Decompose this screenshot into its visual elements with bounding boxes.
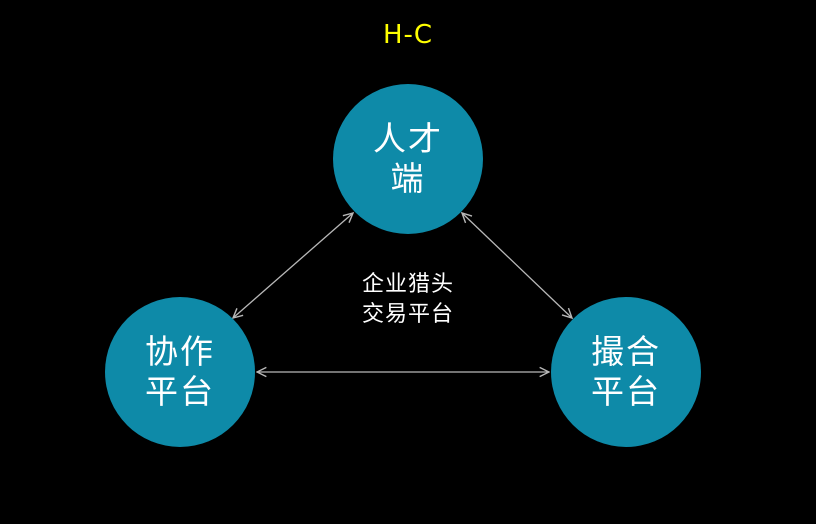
node-collab-label-line2: 平台 [145, 372, 215, 411]
node-talent: 人才 端 [333, 84, 483, 234]
node-match: 撮合 平台 [551, 297, 701, 447]
node-match-label-line1: 撮合 [591, 332, 661, 371]
center-label-line2: 交易平台 [361, 302, 454, 327]
node-match-label-line2: 平台 [591, 372, 661, 411]
center-label-line1: 企业猎头 [361, 272, 454, 297]
node-talent-label-line2: 端 [390, 159, 426, 198]
node-talent-label-line1: 人才 [373, 119, 443, 158]
node-collab: 协作 平台 [105, 297, 255, 447]
center-label: 企业猎头 交易平台 [318, 270, 498, 330]
diagram-title: H-C [382, 20, 434, 50]
node-collab-label-line1: 协作 [145, 332, 215, 371]
connector-talent-collab [233, 213, 353, 318]
connector-talent-match [462, 213, 572, 318]
